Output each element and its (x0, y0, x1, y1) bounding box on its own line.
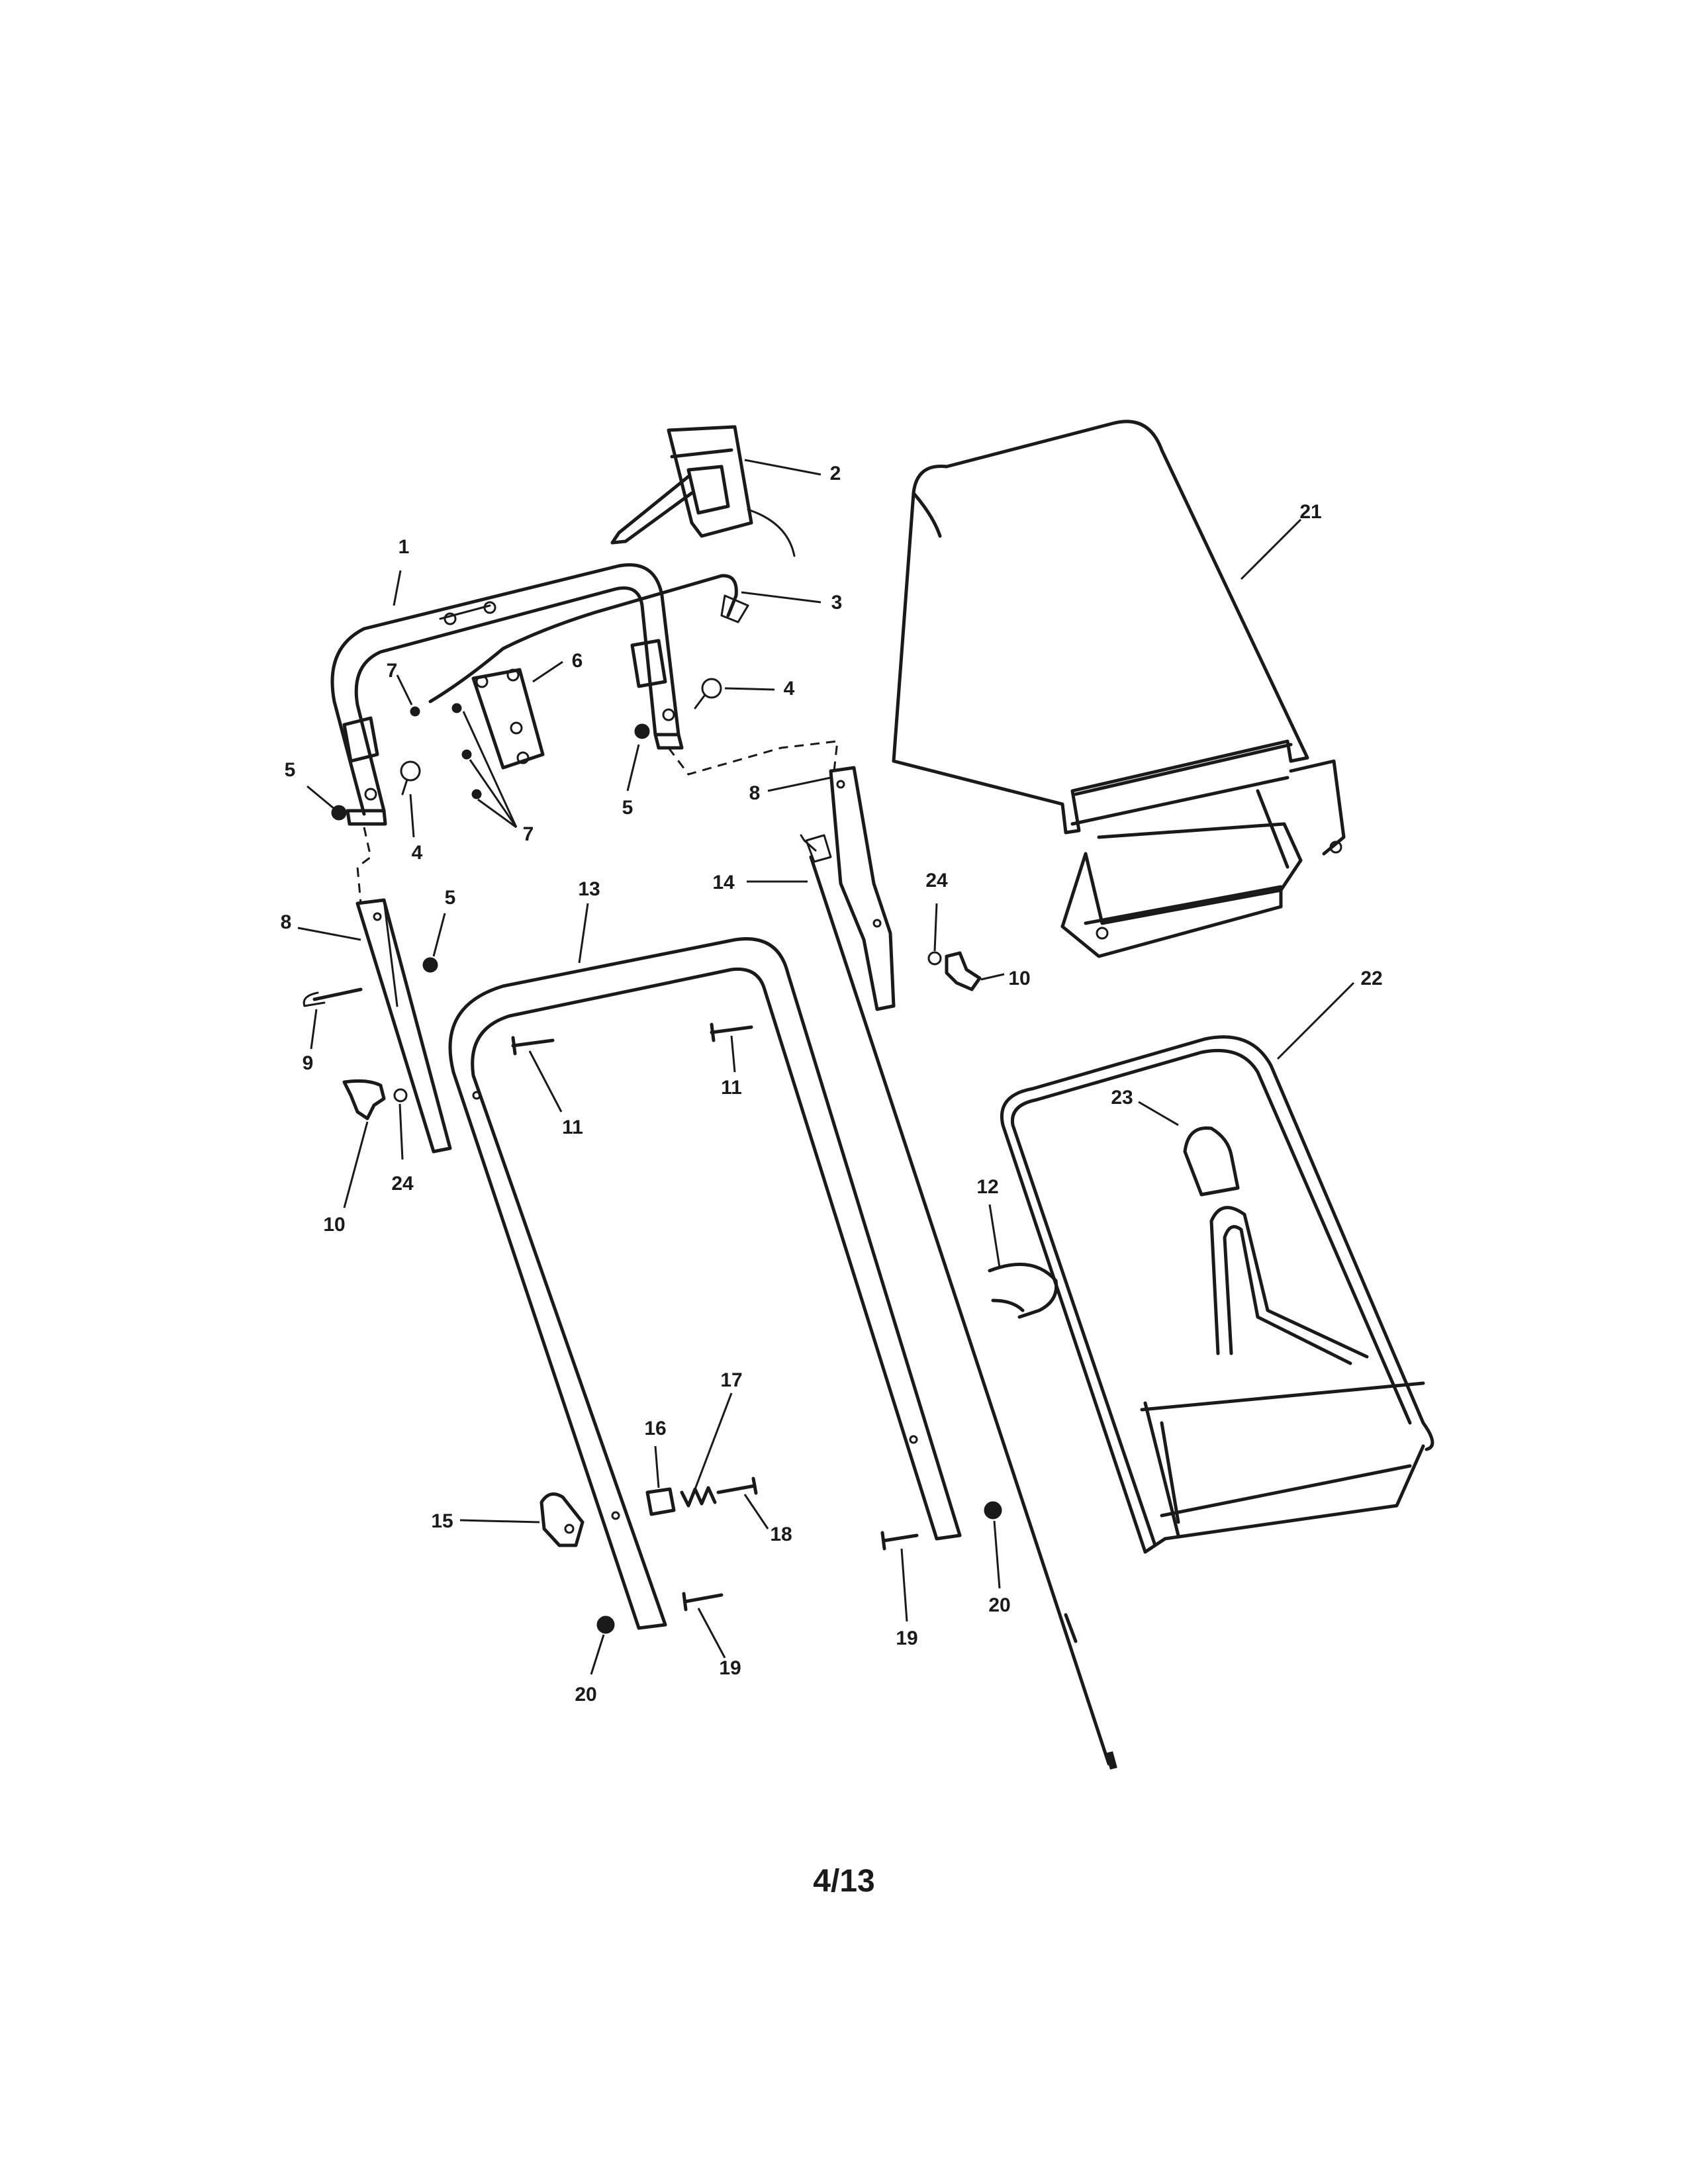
callout-16: 16 (644, 1418, 666, 1439)
mounting-plate (471, 668, 545, 770)
callout-24-right: 24 (925, 870, 948, 891)
callout-12: 12 (976, 1176, 998, 1198)
lower-handle-frame (448, 937, 962, 1630)
callout-10-left: 10 (323, 1214, 345, 1236)
callout-15: 15 (431, 1510, 453, 1532)
cable-clip (988, 1262, 1058, 1319)
callout-9: 9 (303, 1052, 314, 1074)
leader-lines (297, 459, 1355, 1675)
callout-20-left: 20 (575, 1684, 596, 1706)
bolt-11-left (511, 1036, 555, 1056)
cable-bracket (539, 1492, 585, 1547)
bolt-19-right (880, 1531, 919, 1551)
washer-24-right (927, 951, 942, 966)
nut-5-left (331, 805, 347, 821)
callout-1: 1 (399, 536, 410, 558)
bag-frame (1000, 1035, 1434, 1554)
handle-tube-left (355, 898, 452, 1154)
callout-22: 22 (1360, 968, 1382, 989)
callout-11-right: 11 (721, 1077, 742, 1099)
knob-left (342, 1079, 386, 1120)
callout-7-top: 7 (387, 660, 398, 682)
pin-right (694, 678, 722, 709)
assembly-line-left (356, 827, 372, 904)
callout-20-right: 20 (988, 1594, 1010, 1616)
screws-7 (410, 703, 482, 799)
callout-14: 14 (712, 872, 735, 893)
nut-5-lower (422, 957, 438, 973)
callout-13: 13 (578, 878, 600, 900)
callout-24-left: 24 (391, 1173, 414, 1195)
callout-3: 3 (831, 592, 843, 614)
callout-18: 18 (770, 1524, 792, 1545)
page-number: 4/13 (813, 1864, 875, 1899)
callout-21: 21 (1299, 501, 1321, 523)
nut-5-mid (634, 723, 650, 739)
grass-bag (892, 420, 1346, 958)
control-rod (428, 574, 749, 704)
bolt-18 (716, 1477, 758, 1495)
callout-10-right: 10 (1008, 968, 1030, 989)
callout-11-left: 11 (562, 1116, 583, 1138)
knob-right (945, 951, 982, 991)
callout-17: 17 (720, 1369, 742, 1391)
control-housing (610, 425, 796, 557)
bolt-19-left (682, 1592, 724, 1612)
pin-left (400, 760, 421, 796)
callout-5-mid: 5 (622, 797, 633, 819)
callout-4-left: 4 (412, 842, 423, 864)
assembly-line-right (667, 740, 839, 776)
bushing (645, 1487, 676, 1516)
slot-cover (1183, 1126, 1240, 1197)
washer-24-left (393, 1088, 408, 1103)
callout-8-right: 8 (749, 782, 761, 804)
callout-19-left: 19 (719, 1657, 741, 1679)
spring (680, 1486, 717, 1508)
callout-5-left: 5 (285, 759, 296, 781)
callout-5-lower: 5 (445, 887, 456, 909)
callout-2: 2 (830, 463, 841, 484)
callout-labels: 1 2 3 4 4 5 5 5 6 7 7 8 8 9 10 10 11 11 … (281, 463, 1383, 1706)
upper-handle (330, 563, 684, 826)
clevis-pin (303, 987, 363, 1007)
callout-7-bottom: 7 (523, 823, 534, 845)
nut-20-right (984, 1501, 1002, 1520)
nut-20-left (596, 1615, 615, 1634)
control-cable (800, 834, 1117, 1770)
handle-tube-right (829, 766, 896, 1011)
bolt-11-right (710, 1023, 753, 1042)
callout-19-right: 19 (896, 1627, 917, 1649)
callout-8-left: 8 (281, 911, 292, 933)
callout-23: 23 (1111, 1087, 1133, 1109)
callout-6: 6 (572, 650, 583, 672)
callout-4-right: 4 (784, 678, 795, 700)
